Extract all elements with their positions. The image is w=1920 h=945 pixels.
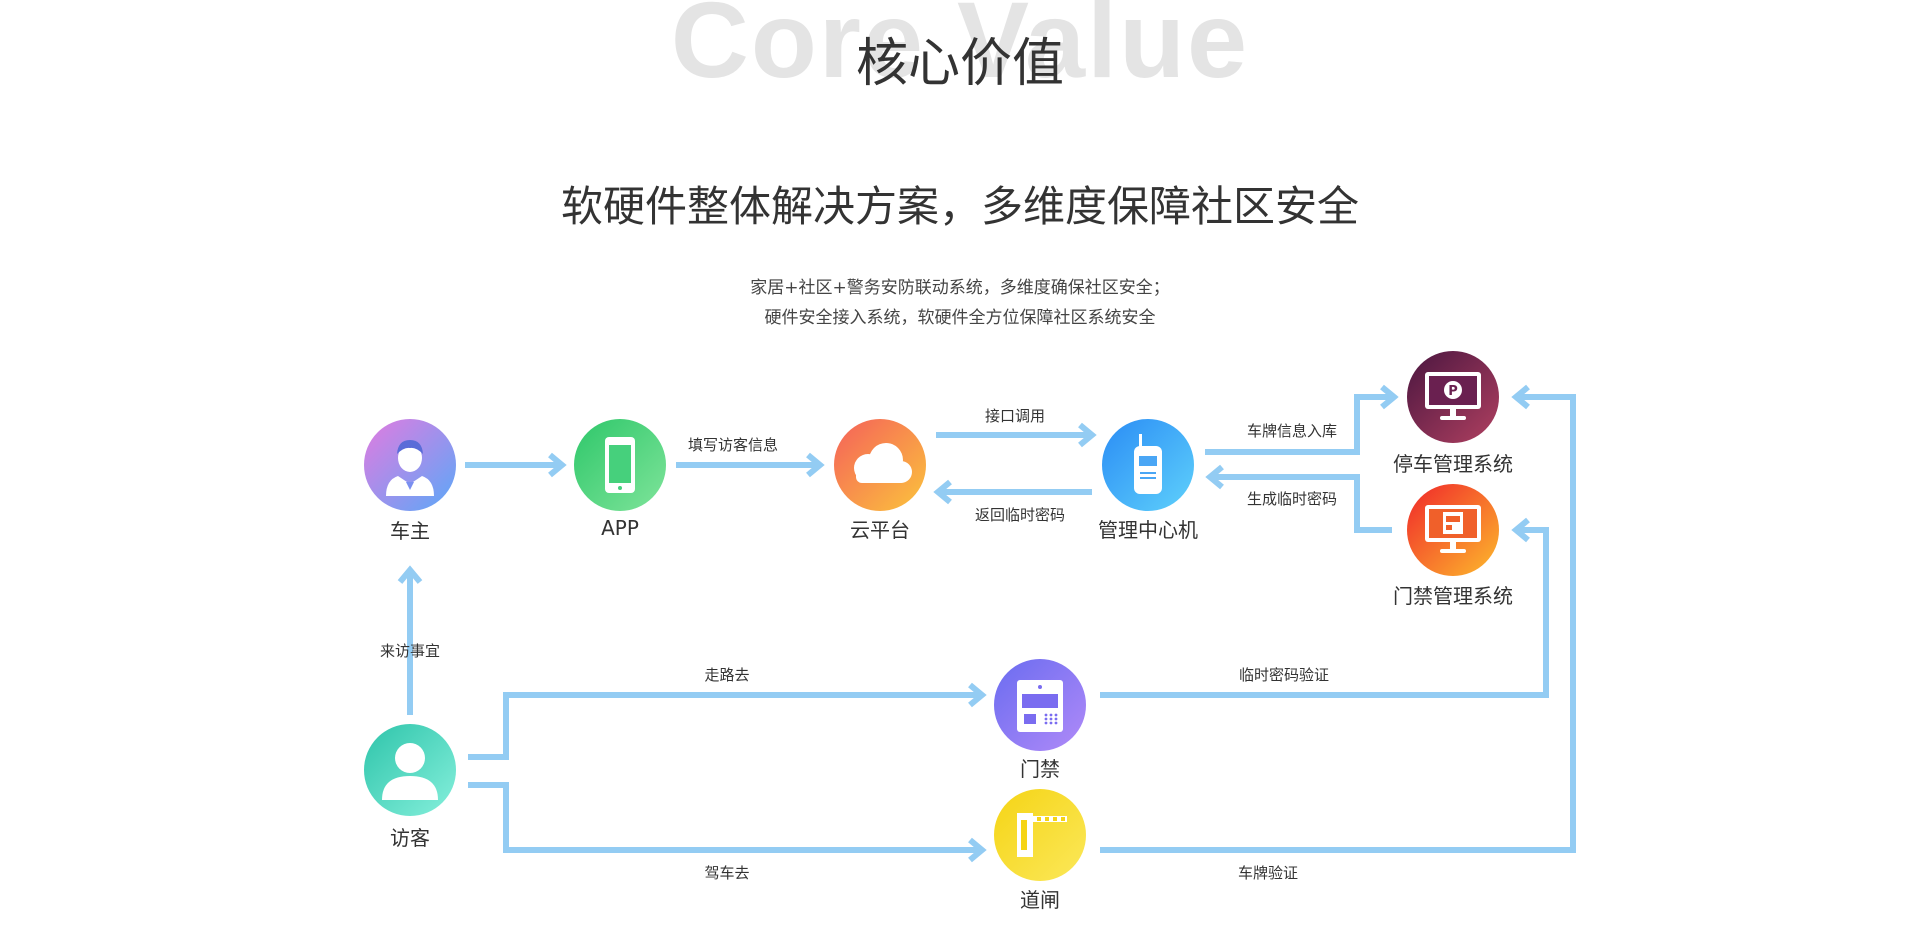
arrow-visitor-to-barrier	[468, 782, 987, 863]
edge-label-cloud-to-center: 接口调用	[985, 407, 1045, 425]
section-description: 家居+社区+警务安防联动系统，多维度确保社区安全； 硬件安全接入系统，软硬件全方…	[0, 273, 1920, 333]
user-icon	[382, 743, 438, 800]
arrow-access-to-center	[1205, 464, 1392, 533]
edge-label-drive: 驾车去	[704, 864, 749, 882]
arrow-barrier-to-parking	[1100, 384, 1576, 853]
node-label-access-system: 门禁管理系统	[1393, 584, 1513, 608]
edge-label-center-to-cloud: 返回临时密码	[975, 506, 1065, 524]
smartphone-icon	[605, 437, 635, 493]
node-app: APP	[574, 419, 666, 540]
arrow-cloud-to-center	[936, 422, 1097, 448]
node-barrier: 道闸	[994, 789, 1086, 912]
edge-labels: 填写访客信息 接口调用 返回临时密码 车牌信息入库 生成临时密码 来访事宜 走路…	[380, 407, 1337, 882]
flow-lines	[397, 384, 1576, 863]
node-label-cloud: 云平台	[850, 518, 910, 542]
arrow-visitor-to-door	[468, 682, 987, 760]
node-access-system: 门禁管理系统	[1393, 484, 1513, 608]
door-monitor-icon	[1425, 505, 1481, 553]
svg-text:P: P	[1448, 384, 1458, 399]
person-icon	[386, 440, 434, 496]
edge-label-center-to-parking: 车牌信息入库	[1247, 422, 1337, 440]
barrier-gate-icon	[1017, 813, 1067, 857]
parking-monitor-icon: P	[1425, 372, 1481, 420]
arrow-door-to-access	[1100, 517, 1549, 698]
node-label-app: APP	[601, 516, 639, 540]
node-label-center: 管理中心机	[1098, 518, 1198, 542]
node-door: 门禁	[994, 659, 1086, 781]
arrow-center-to-parking	[1205, 384, 1399, 455]
node-cloud: 云平台	[834, 419, 926, 542]
edge-label-walk: 走路去	[704, 666, 749, 684]
node-visitor: 访客	[364, 724, 456, 850]
description-line-1: 家居+社区+警务安防联动系统，多维度确保社区安全；	[750, 278, 1170, 298]
page-header: Core Value 核心价值	[0, 0, 1920, 110]
arrow-app-to-cloud	[676, 452, 825, 478]
node-label-visitor: 访客	[390, 826, 430, 850]
door-panel-icon	[1017, 680, 1063, 732]
node-parking: P 停车管理系统	[1393, 351, 1513, 476]
node-owner: 车主	[364, 419, 456, 543]
arrow-center-to-cloud	[933, 479, 1092, 505]
node-label-barrier: 道闸	[1020, 888, 1060, 912]
barrier-node-circle	[994, 789, 1086, 881]
page-title: 核心价值	[855, 34, 1064, 94]
node-label-door: 门禁	[1020, 757, 1060, 781]
arrow-visitor-to-owner	[397, 565, 423, 715]
edge-label-app-to-cloud: 填写访客信息	[688, 436, 778, 454]
arrow-owner-to-app	[465, 452, 567, 478]
node-label-owner: 车主	[390, 519, 430, 543]
cloud-icon	[854, 443, 912, 483]
background-title: Core Value	[670, 0, 1250, 100]
edge-label-barrier-to-parking: 车牌验证	[1238, 864, 1298, 882]
walkie-talkie-icon	[1134, 434, 1162, 494]
node-label-parking: 停车管理系统	[1393, 452, 1513, 476]
edge-label-access-to-center: 生成临时密码	[1247, 490, 1337, 508]
description-line-2: 硬件安全接入系统，软硬件全方位保障社区系统安全	[764, 308, 1156, 328]
section-subtitle: 软硬件整体解决方案，多维度保障社区安全	[560, 182, 1359, 231]
node-center: 管理中心机	[1098, 419, 1198, 542]
edge-label-visitor-to-owner: 来访事宜	[380, 642, 440, 660]
edge-label-door-to-access: 临时密码验证	[1239, 666, 1329, 684]
